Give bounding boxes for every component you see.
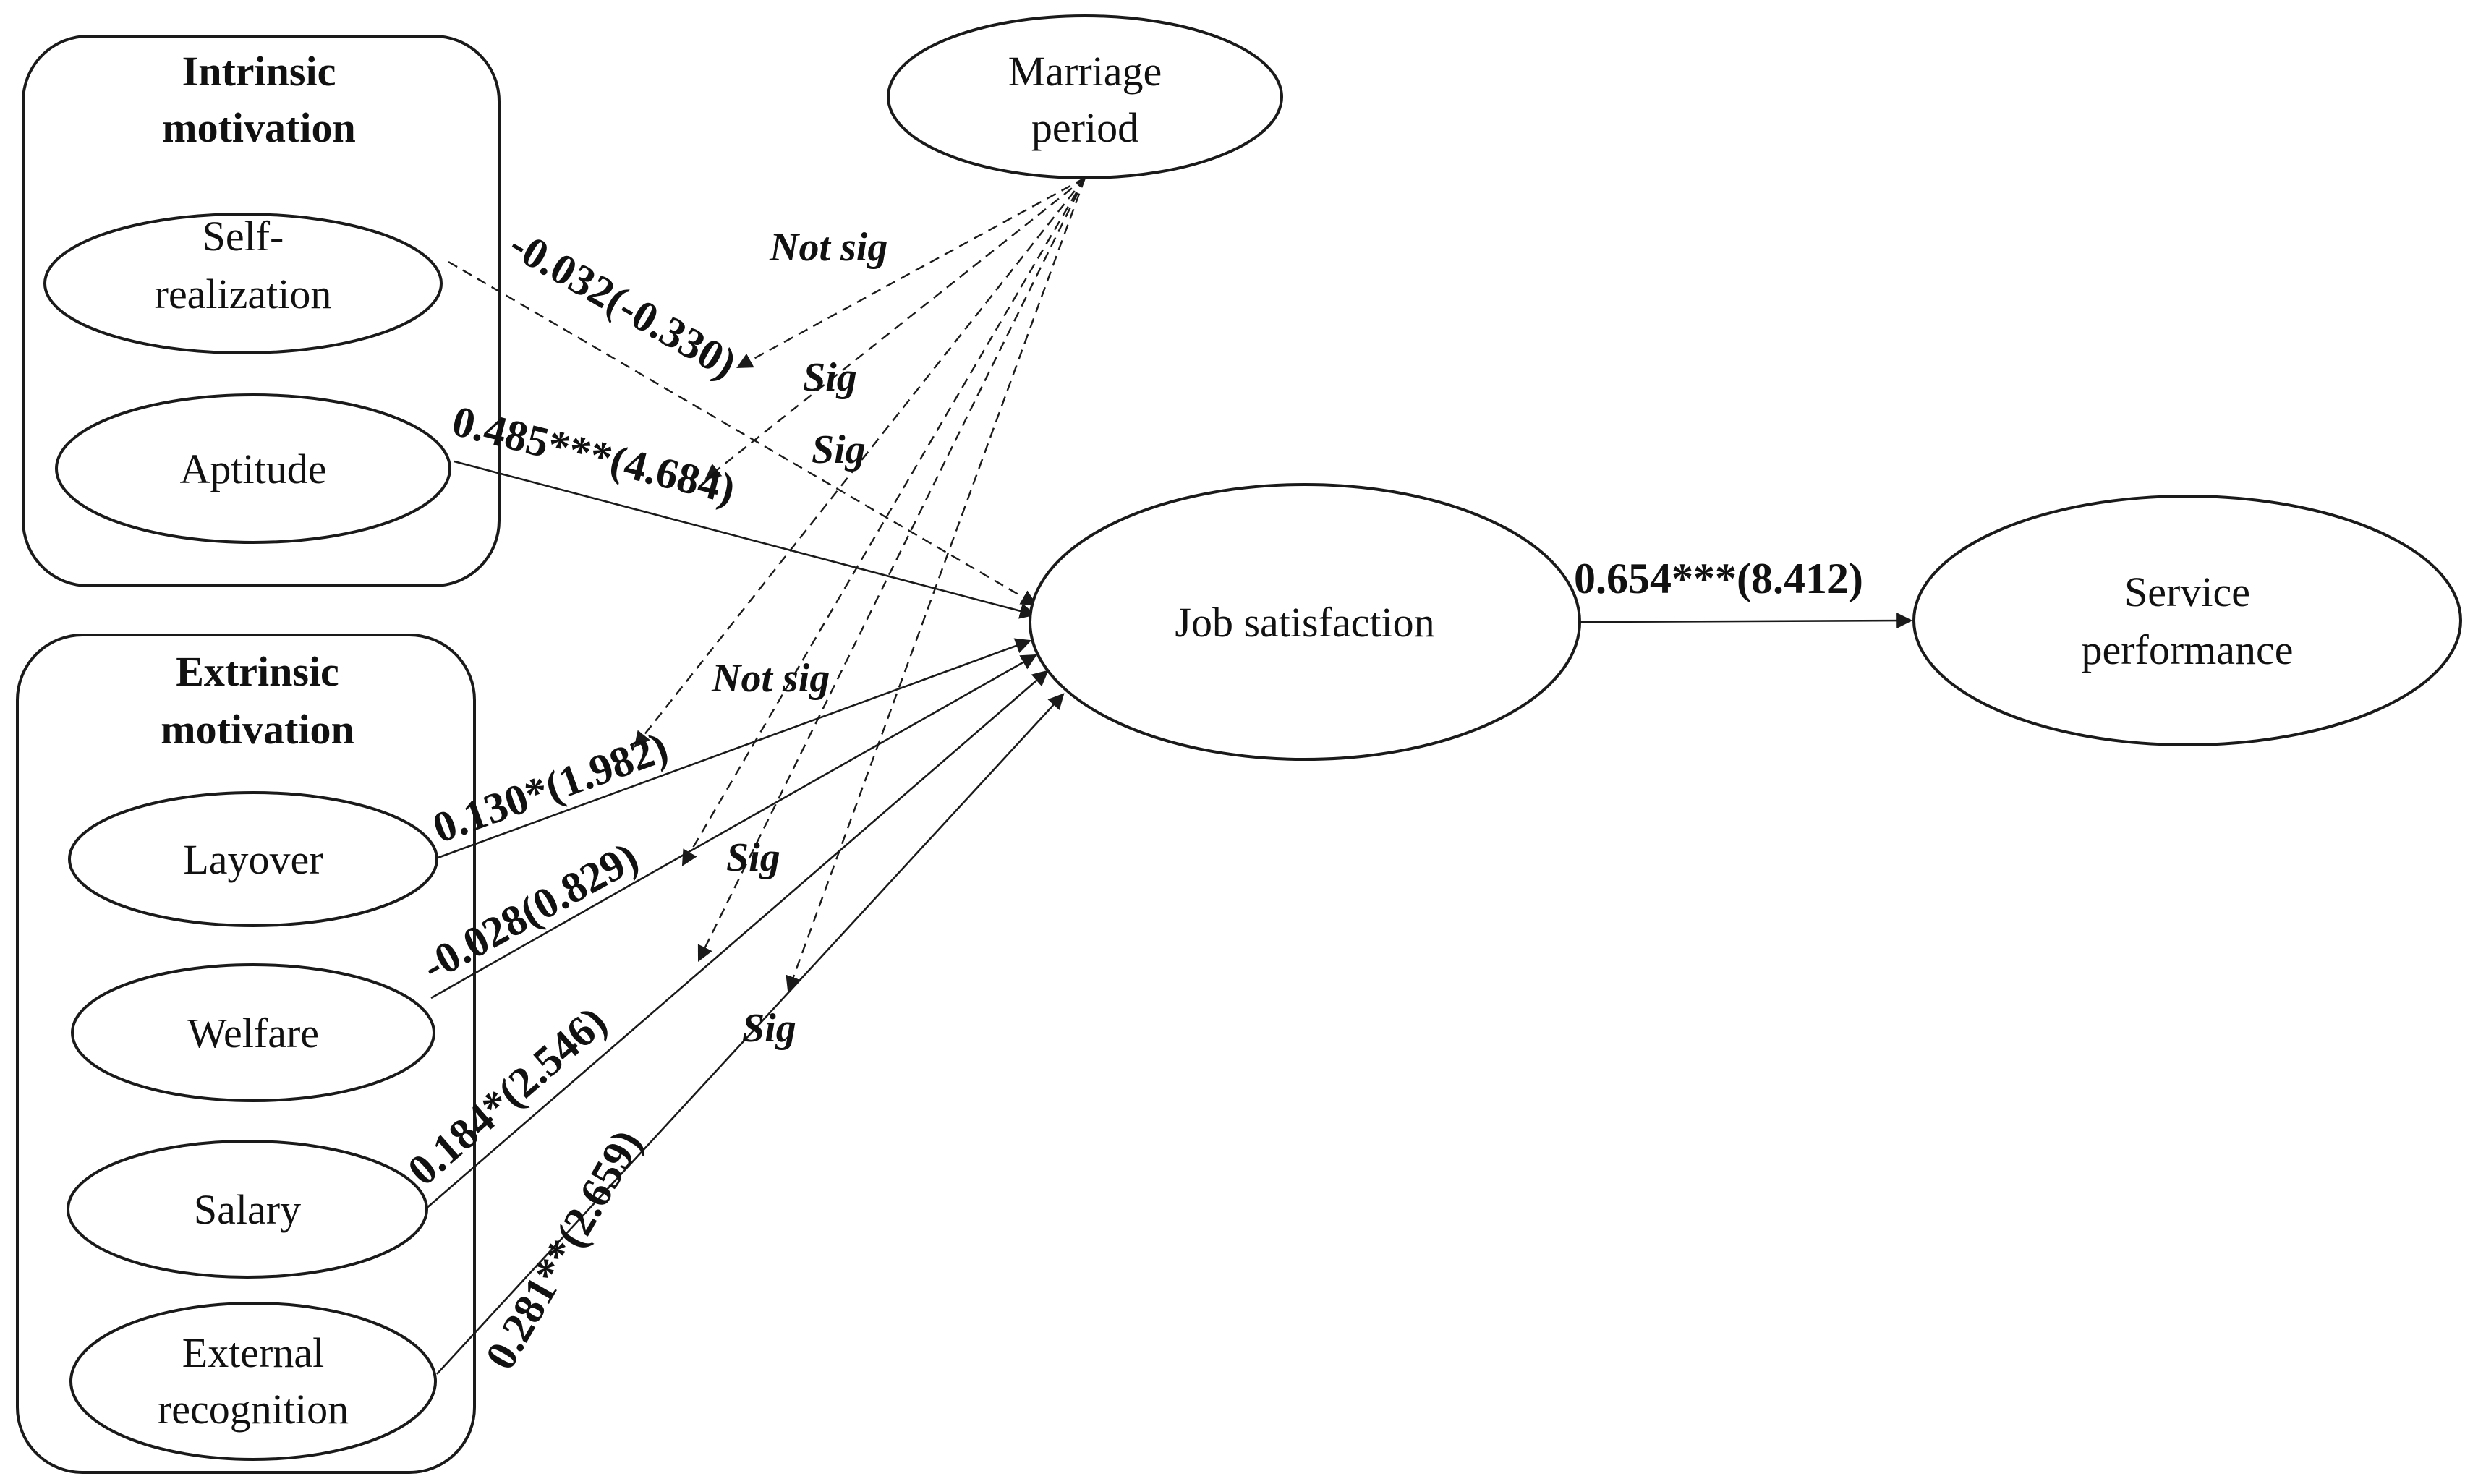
moderation-label-aptitude-2: Sig: [812, 427, 866, 472]
node-service-performance-label: Service: [2124, 568, 2250, 615]
node-aptitude-label: Aptitude: [180, 445, 327, 492]
moderation-edge-salary: [697, 177, 1086, 962]
node-self-realization-label: Self-: [203, 213, 284, 260]
node-marriage-period: [887, 14, 1283, 179]
node-external-recognition-label: External: [182, 1329, 324, 1376]
node-welfare: [71, 963, 435, 1102]
path-coef-external-recognition: 0.281**(2.659): [476, 1122, 651, 1377]
intrinsic-motivation-box: [22, 35, 501, 587]
node-external-recognition-label-line2: recognition: [158, 1386, 349, 1433]
path-coef-layover: 0.130*(1.982): [427, 723, 674, 852]
moderation-label-layover: Not sig: [711, 656, 830, 701]
node-marriage-period-label-line2: period: [1031, 104, 1138, 151]
node-layover-label: Layover: [183, 836, 323, 883]
moderation-edge-aptitude: [704, 177, 1086, 480]
node-self-realization: [43, 213, 443, 354]
path-coef-self-realization: -0.032(-0.330): [502, 220, 745, 388]
moderation-label-salary: Sig: [742, 1006, 796, 1051]
intrinsic-motivation-title: Intrinsic: [182, 48, 336, 95]
moderation-edge-external-recognition: [786, 177, 1086, 993]
edge-aptitude-job-satisfaction: [454, 460, 1036, 619]
path-coef-aptitude: 0.485***(4.684): [448, 397, 740, 513]
moderation-label-self-realization: Not sig: [769, 225, 887, 270]
moderation-label-welfare: Sig: [726, 835, 780, 880]
node-job-satisfaction: [1029, 483, 1581, 761]
edge-job-satisfaction-service-performance: [1578, 613, 1913, 629]
node-service-performance-label-line2: performance: [2081, 626, 2293, 673]
node-service-performance: [1912, 495, 2462, 746]
node-aptitude: [55, 393, 451, 544]
moderation-edge-self-realization: [736, 176, 1086, 369]
node-self-realization-label-line2: realization: [155, 270, 332, 317]
extrinsic-motivation-title: Extrinsic: [176, 648, 339, 695]
intrinsic-motivation-title-line2: motivation: [162, 104, 355, 151]
node-salary: [67, 1140, 428, 1279]
edge-welfare-job-satisfaction: [430, 654, 1037, 999]
extrinsic-motivation-box: [16, 634, 476, 1474]
node-external-recognition: [69, 1302, 437, 1461]
edge-salary-job-satisfaction: [425, 670, 1049, 1210]
edge-external-recognition-job-satisfaction: [436, 693, 1065, 1375]
node-marriage-period-label: Marriage: [1008, 48, 1162, 95]
path-coef-welfare: -0.028(0.829): [414, 833, 646, 991]
node-job-satisfaction-label: Job satisfaction: [1175, 599, 1434, 646]
moderation-edge-welfare: [681, 177, 1086, 866]
extrinsic-motivation-title-line2: motivation: [161, 706, 354, 753]
path-coef-job-satisfaction: 0.654***(8.412): [1574, 555, 1863, 602]
edge-self-realization-job-satisfaction: [448, 260, 1037, 606]
node-welfare-label: Welfare: [187, 1010, 319, 1057]
node-salary-label: Salary: [194, 1186, 301, 1233]
moderation-label-aptitude: Sig: [803, 355, 857, 400]
edge-layover-job-satisfaction: [433, 638, 1032, 861]
node-layover: [68, 791, 438, 927]
moderation-edge-layover: [634, 177, 1086, 748]
